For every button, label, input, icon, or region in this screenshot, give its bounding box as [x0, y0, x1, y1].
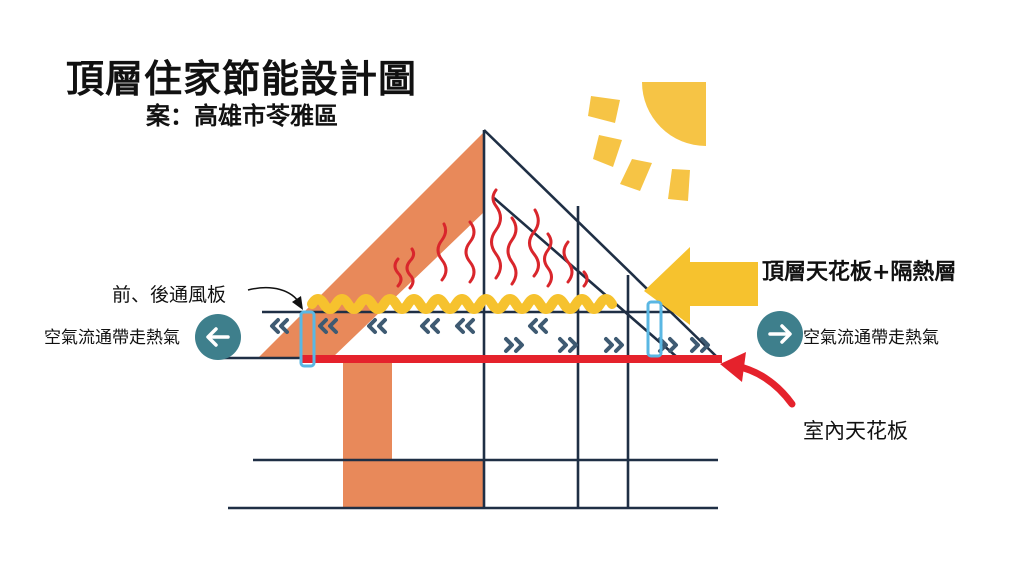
arrow-left-icon [195, 314, 241, 360]
sun-icon [588, 82, 706, 201]
indoor-ceiling-label: 室內天花板 [803, 419, 908, 443]
airflow-label-right: 空氣流通帶走熱氣 [803, 328, 939, 348]
airflow-chevrons-left [270, 318, 548, 334]
diagram-title: 頂層住家節能設計圖 [66, 57, 418, 101]
arrow-right-icon [757, 311, 803, 357]
indoor-ceiling-bar [302, 355, 722, 363]
vent-board-back [646, 300, 663, 358]
house-structure [258, 132, 484, 508]
insulation-layer [307, 294, 617, 314]
insulation-label: 頂層天花板+隔熱層 [762, 260, 957, 285]
indoor-ceiling-pointer-arrow [720, 352, 796, 408]
airflow-label-left: 空氣流通帶走熱氣 [44, 328, 180, 348]
heat-waves [393, 188, 589, 290]
vent-board-front [299, 310, 316, 368]
insulation-pointer-arrow [644, 247, 758, 325]
diagram-subtitle: 案：高雄市苓雅區 [146, 102, 338, 130]
vent-label: 前、後通風板 [112, 284, 227, 306]
vent-pointer-arrow [247, 286, 303, 310]
airflow-chevrons-right [504, 337, 710, 353]
